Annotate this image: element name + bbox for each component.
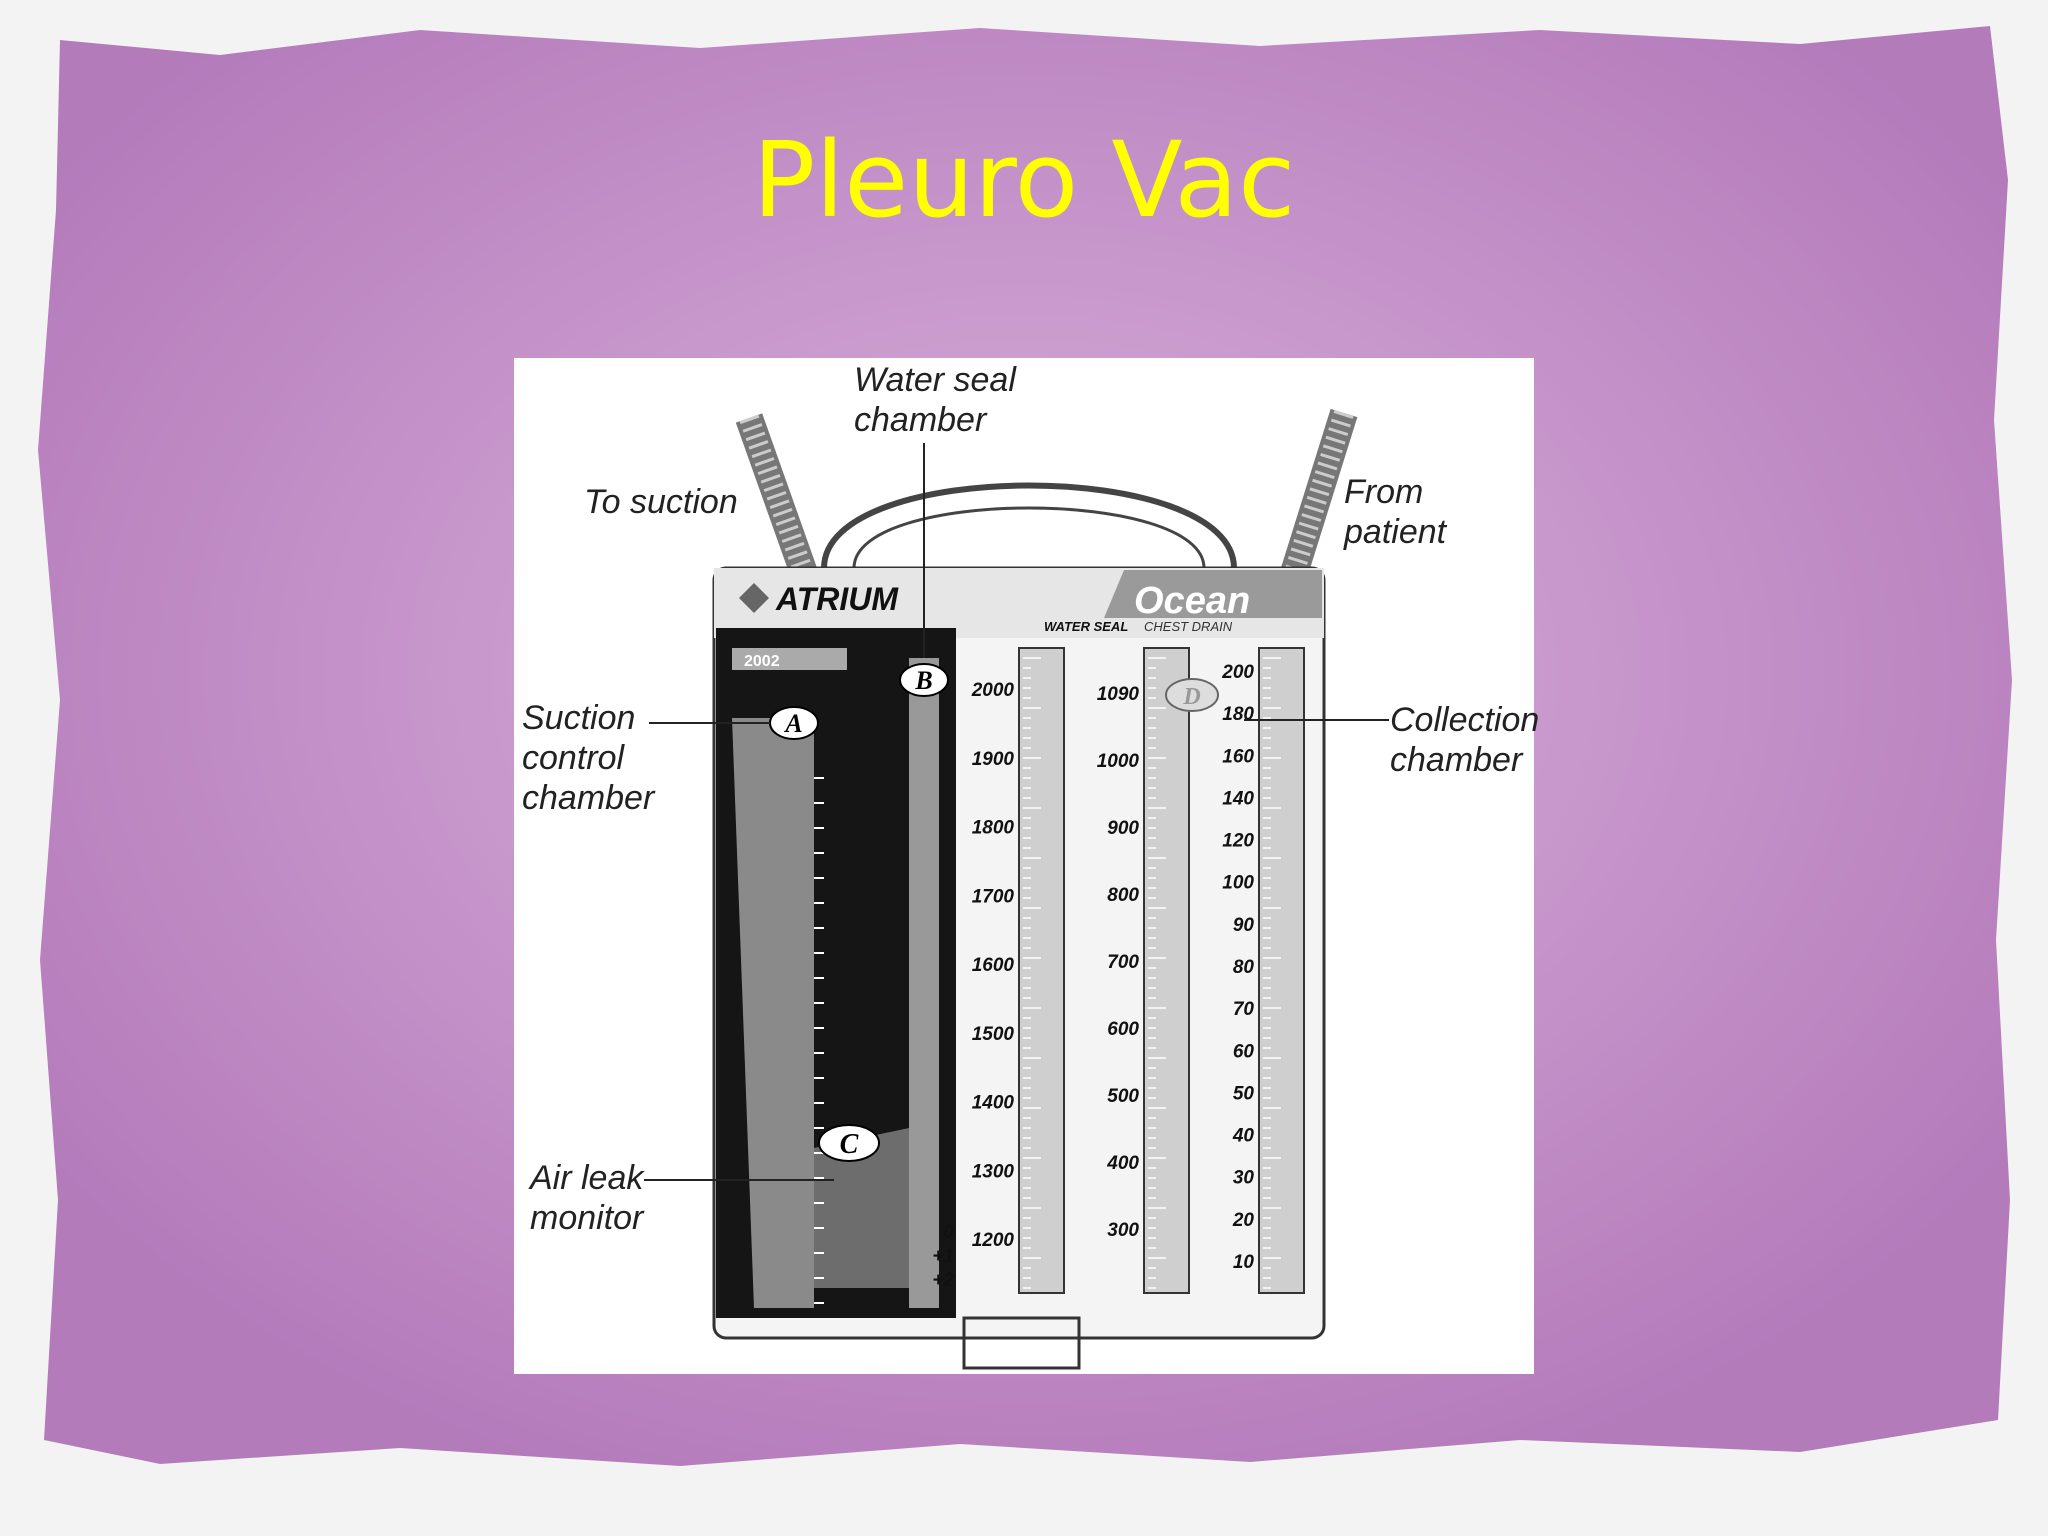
water-seal-subtitle: WATER SEAL bbox=[1044, 619, 1128, 634]
scale-middle-label: 400 bbox=[1106, 1153, 1139, 1174]
scale-left-label: 1400 bbox=[972, 1093, 1015, 1114]
scale-left-label: 1200 bbox=[972, 1230, 1015, 1251]
letter-d-text: D bbox=[1182, 684, 1200, 710]
callout-collection-chamber: Collection chamber bbox=[1390, 701, 1540, 779]
callout-to-suction: To suction bbox=[584, 483, 738, 521]
callout-from-patient: From patient bbox=[1344, 473, 1447, 551]
scale-left-label: 1900 bbox=[972, 749, 1015, 770]
collection-column-right bbox=[1258, 647, 1305, 1294]
scale-middle-label: 500 bbox=[1107, 1086, 1139, 1107]
letter-b-text: B bbox=[914, 666, 932, 695]
scale-right-label: 70 bbox=[1233, 999, 1255, 1020]
atrium-brand-text: ATRIUM bbox=[775, 581, 899, 617]
scale-right-label: 100 bbox=[1222, 873, 1254, 894]
scale-right-label: 20 bbox=[1232, 1210, 1255, 1231]
graduation-ticks bbox=[814, 657, 1281, 1304]
scale-right-label: 30 bbox=[1233, 1168, 1255, 1189]
callout-water-seal-chamber: Water seal chamber bbox=[854, 361, 1016, 439]
callout-air-leak-monitor: Air leak monitor bbox=[530, 1159, 644, 1237]
patient-tube-ribs bbox=[1284, 410, 1354, 576]
scale-right-label: 60 bbox=[1233, 1041, 1255, 1062]
model-number-text: 2002 bbox=[744, 653, 780, 670]
letter-c-text: C bbox=[840, 1129, 859, 1160]
scale-middle-label: 600 bbox=[1107, 1019, 1139, 1040]
scale-right-label: 40 bbox=[1232, 1126, 1255, 1147]
scale-left-label: 1500 bbox=[972, 1024, 1015, 1045]
scale-right-label: 80 bbox=[1233, 957, 1255, 978]
scale-middle-label: 800 bbox=[1107, 885, 1139, 906]
monitor-scale-label: +1 bbox=[932, 1246, 954, 1267]
air-leak-monitor-zone bbox=[814, 1128, 909, 1288]
pleurovac-diagram: ATRIUM Ocean WATER SEAL CHEST DRAIN 2002… bbox=[514, 358, 1539, 1374]
letter-c-badge bbox=[818, 1124, 880, 1162]
scale-left-label: 1600 bbox=[972, 955, 1015, 976]
scale-right-label: 10 bbox=[1233, 1252, 1255, 1273]
scale-right-label: 200 bbox=[1221, 662, 1254, 683]
model-badge bbox=[732, 648, 847, 670]
suction-column bbox=[732, 718, 814, 1308]
ocean-brand-banner bbox=[1104, 570, 1322, 618]
scale-middle-label: 700 bbox=[1107, 952, 1139, 973]
scale-labels: 2000190018001700160015001400130012001090… bbox=[932, 662, 1254, 1291]
scale-left-label: 2000 bbox=[971, 680, 1015, 701]
scale-right-label: 120 bbox=[1222, 831, 1254, 852]
atrium-diamond-logo bbox=[739, 583, 769, 613]
scale-middle-label: 300 bbox=[1107, 1220, 1139, 1241]
callout-suction-control-chamber: Suction control chamber bbox=[522, 699, 655, 817]
scale-right-label: 50 bbox=[1233, 1083, 1255, 1104]
suction-tube-ribs bbox=[739, 414, 814, 577]
slide-title: Pleuro Vac bbox=[752, 119, 1296, 241]
scale-left-label: 1300 bbox=[972, 1161, 1015, 1182]
chest-drain-subtitle: CHEST DRAIN bbox=[1144, 619, 1233, 634]
scale-left-label: 1700 bbox=[972, 886, 1015, 907]
drain-stand bbox=[962, 1316, 1081, 1370]
monitor-scale-label: 0 bbox=[943, 1222, 954, 1243]
water-seal-column bbox=[909, 658, 939, 1308]
monitor-scale-label: +2 bbox=[932, 1270, 954, 1291]
letter-d-badge bbox=[1165, 678, 1219, 712]
scale-middle-label: 1090 bbox=[1097, 684, 1140, 705]
letter-b-badge bbox=[899, 663, 949, 697]
scale-middle-label: 1000 bbox=[1097, 751, 1140, 772]
drain-device-drawing: ATRIUM Ocean WATER SEAL CHEST DRAIN 2002… bbox=[644, 408, 1389, 1370]
letter-a-text: A bbox=[783, 709, 802, 738]
scale-left-label: 1800 bbox=[972, 818, 1015, 839]
collection-column-left bbox=[1018, 647, 1065, 1294]
scale-right-label: 140 bbox=[1222, 788, 1254, 809]
carry-handle-inner bbox=[852, 506, 1206, 569]
scale-right-label: 90 bbox=[1233, 915, 1255, 936]
collection-column-middle bbox=[1143, 647, 1190, 1294]
scale-right-label: 160 bbox=[1222, 746, 1254, 767]
carry-handle bbox=[821, 482, 1237, 569]
scale-right-label: 180 bbox=[1222, 704, 1254, 725]
ocean-model-text: Ocean bbox=[1134, 580, 1250, 622]
scale-middle-label: 900 bbox=[1107, 818, 1139, 839]
